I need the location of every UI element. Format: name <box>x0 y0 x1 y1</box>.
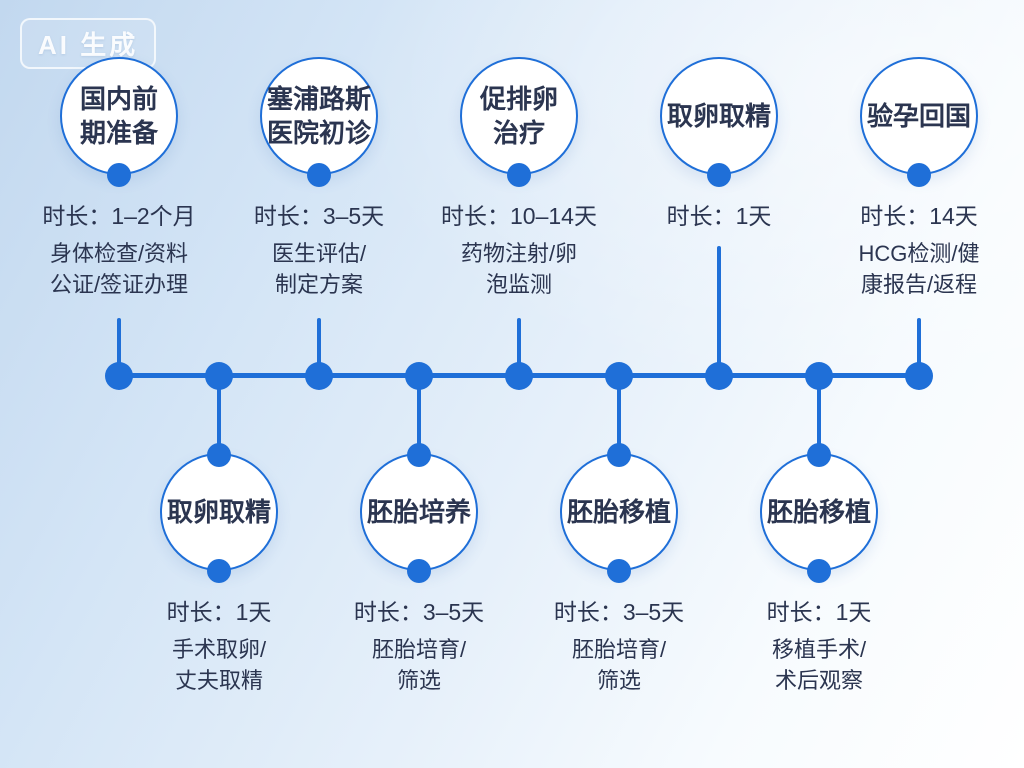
timeline-dot <box>505 362 533 390</box>
connector-line <box>617 378 621 456</box>
stage-description: 医生评估/ 制定方案 <box>271 241 367 297</box>
stage-title: 国内前 期准备 <box>79 84 158 148</box>
stage-circle: 胚胎培养 <box>360 453 478 571</box>
stage-description: 胚胎培育/ 筛选 <box>571 637 667 693</box>
stage-duration: 时长：1天 <box>166 599 272 625</box>
connector-line <box>417 378 421 456</box>
stage-description: 移植手术/ 术后观察 <box>771 637 867 693</box>
node-dot <box>807 559 831 583</box>
timeline-dot <box>905 362 933 390</box>
stage-title: 胚胎移植 <box>766 497 871 527</box>
node-dot <box>207 443 231 467</box>
stage-ovulation-treatment: 促排卵 治疗 时长：10–14天 药物注射/卵 泡监测 <box>419 57 619 297</box>
node-dot <box>607 443 631 467</box>
stage-embryo-transfer-1: 胚胎移植 时长：3–5天 胚胎培育/ 筛选 <box>519 443 719 693</box>
stage-duration: 时长：3–5天 <box>253 203 385 229</box>
connector-line <box>117 318 121 378</box>
stage-embryo-transfer-2: 胚胎移植 时长：1天 移植手术/ 术后观察 <box>719 443 919 693</box>
node-dot <box>407 443 431 467</box>
stage-description: HCG检测/健 康报告/返程 <box>858 241 980 297</box>
connector-line <box>917 318 921 378</box>
stage-duration: 时长：10–14天 <box>441 203 597 229</box>
stage-circle: 验孕回国 <box>860 57 978 175</box>
stage-duration: 时长：14天 <box>860 203 978 229</box>
timeline-dot <box>205 362 233 390</box>
connector-line <box>517 318 521 378</box>
stage-duration: 时长：1–2个月 <box>42 203 196 229</box>
node-dot <box>507 163 531 187</box>
stage-description: 身体检查/资料 公证/签证办理 <box>49 241 189 297</box>
stage-description: 胚胎培育/ 筛选 <box>371 637 467 693</box>
node-dot <box>407 559 431 583</box>
stage-circle: 胚胎移植 <box>760 453 878 571</box>
stage-title: 塞浦路斯 医院初诊 <box>266 84 371 148</box>
stage-embryo-culture: 胚胎培养 时长：3–5天 胚胎培育/ 筛选 <box>319 443 519 693</box>
timeline-dot <box>605 362 633 390</box>
stage-description: 手术取卵/ 丈夫取精 <box>171 637 267 693</box>
stage-circle: 促排卵 治疗 <box>460 57 578 175</box>
node-dot <box>107 163 131 187</box>
stage-circle: 塞浦路斯 医院初诊 <box>260 57 378 175</box>
stage-circle: 国内前 期准备 <box>60 57 178 175</box>
timeline-dot <box>105 362 133 390</box>
stage-duration: 时长：1天 <box>666 203 772 229</box>
node-dot <box>707 163 731 187</box>
stage-title: 取卵取精 <box>666 101 771 131</box>
node-dot <box>307 163 331 187</box>
connector-line <box>817 378 821 456</box>
connector-line <box>217 378 221 456</box>
stage-circle: 胚胎移植 <box>560 453 678 571</box>
stage-duration: 时长：3–5天 <box>353 599 485 625</box>
node-dot <box>807 443 831 467</box>
node-dot <box>607 559 631 583</box>
connector-line <box>317 318 321 378</box>
timeline-dot <box>705 362 733 390</box>
timeline-dot <box>305 362 333 390</box>
ai-generated-badge: AI 生成 <box>20 18 157 69</box>
stage-description: 药物注射/卵 泡监测 <box>460 241 578 297</box>
stage-circle: 取卵取精 <box>660 57 778 175</box>
stage-egg-sperm-retrieval-bottom: 取卵取精 时长：1天 手术取卵/ 丈夫取精 <box>119 443 319 693</box>
stage-duration: 时长：3–5天 <box>553 599 685 625</box>
stage-title: 验孕回国 <box>866 101 971 131</box>
stage-duration: 时长：1天 <box>766 599 872 625</box>
stage-title: 胚胎移植 <box>566 497 671 527</box>
stage-cyprus-first-visit: 塞浦路斯 医院初诊 时长：3–5天 医生评估/ 制定方案 <box>219 57 419 297</box>
timeline-dot <box>805 362 833 390</box>
node-dot <box>907 163 931 187</box>
connector-line <box>717 246 721 378</box>
stage-title: 促排卵 治疗 <box>479 84 558 148</box>
stage-domestic-preparation: 国内前 期准备 时长：1–2个月 身体检查/资料 公证/签证办理 <box>19 57 219 297</box>
stage-circle: 取卵取精 <box>160 453 278 571</box>
stage-title: 胚胎培养 <box>366 497 471 527</box>
stage-title: 取卵取精 <box>166 497 271 527</box>
stage-egg-sperm-retrieval-top: 取卵取精 时长：1天 <box>619 57 819 229</box>
stage-pregnancy-test-return: 验孕回国 时长：14天 HCG检测/健 康报告/返程 <box>819 57 1019 297</box>
node-dot <box>207 559 231 583</box>
timeline-dot <box>405 362 433 390</box>
